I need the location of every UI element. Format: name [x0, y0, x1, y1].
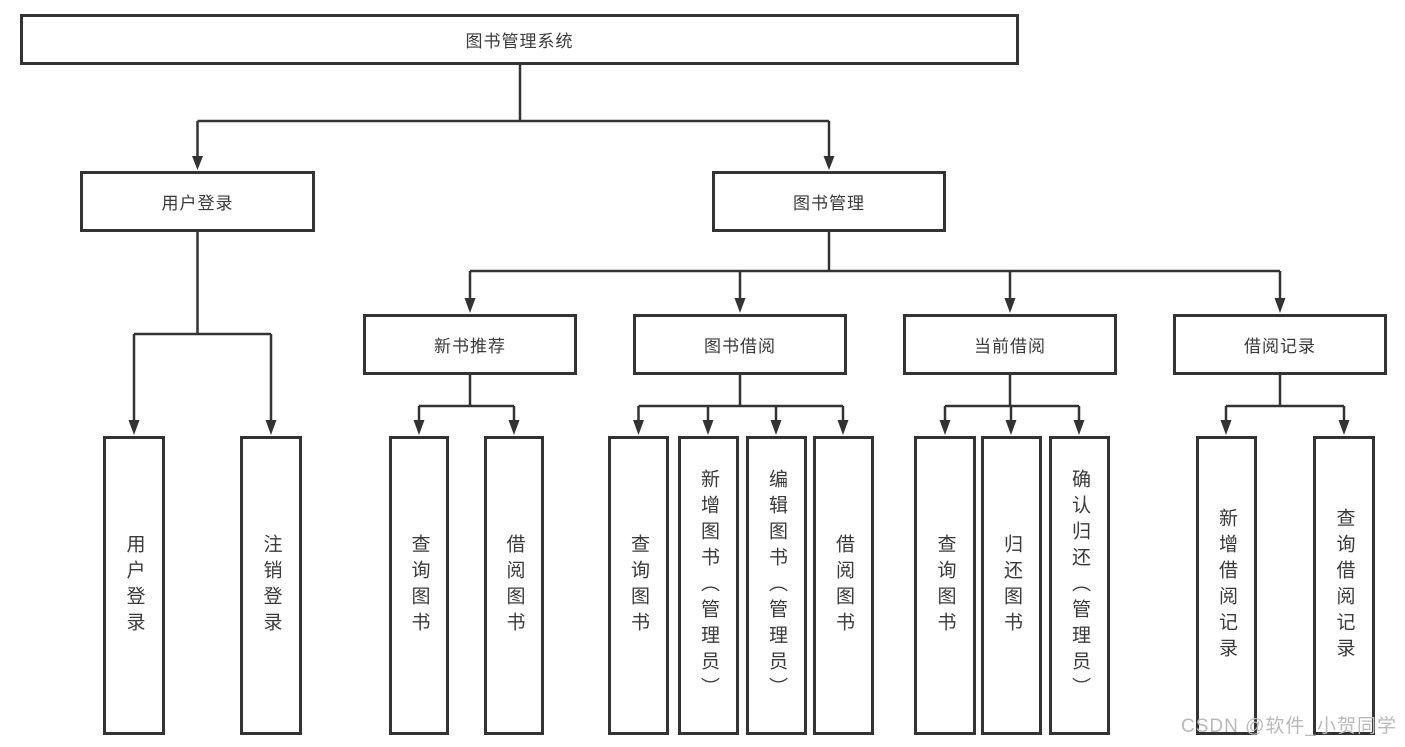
node-borrow-records-label: 借阅记录 — [1244, 337, 1316, 356]
node-new-book-recommend: 新书推荐 — [363, 314, 577, 375]
leaf-confirm-return-admin-label: 确认归还（管理员） — [1069, 468, 1090, 703]
leaf-query-books-recommend-label: 查询图书 — [408, 533, 430, 638]
leaf-borrow-books-recommend-label: 借阅图书 — [503, 533, 525, 638]
node-book-borrow: 图书借阅 — [633, 314, 847, 375]
leaf-user-login-label: 用户登录 — [123, 533, 145, 638]
leaf-edit-book-admin: 编辑图书（管理员） — [746, 436, 807, 735]
node-book-management-label: 图书管理 — [793, 194, 865, 213]
leaf-edit-book-admin-label: 编辑图书（管理员） — [766, 468, 787, 703]
leaf-query-books-borrow: 查询图书 — [608, 436, 669, 735]
node-borrow-records: 借阅记录 — [1173, 314, 1387, 375]
leaf-query-borrow-record: 查询借阅记录 — [1313, 436, 1375, 735]
leaf-borrow-books: 借阅图书 — [813, 436, 874, 735]
node-library-system-label: 图书管理系统 — [465, 32, 574, 51]
node-current-borrow: 当前借阅 — [903, 314, 1117, 375]
leaf-logout-login-label: 注销登录 — [260, 533, 282, 638]
leaf-query-books-current: 查询图书 — [914, 436, 976, 735]
leaf-add-book-admin-label: 新增图书（管理员） — [698, 468, 719, 703]
node-book-borrow-label: 图书借阅 — [704, 337, 776, 356]
node-user-login: 用户登录 — [80, 171, 315, 232]
leaf-add-book-admin: 新增图书（管理员） — [678, 436, 739, 735]
leaf-query-books-recommend: 查询图书 — [389, 436, 449, 735]
node-book-management: 图书管理 — [712, 171, 946, 232]
leaf-add-borrow-record: 新增借阅记录 — [1196, 436, 1257, 735]
leaf-return-book: 归还图书 — [981, 436, 1042, 735]
leaf-query-books-borrow-label: 查询图书 — [628, 533, 649, 638]
leaf-borrow-books-label: 借阅图书 — [833, 533, 854, 638]
leaf-return-book-label: 归还图书 — [1001, 533, 1022, 638]
leaf-confirm-return-admin: 确认归还（管理员） — [1049, 436, 1110, 735]
node-library-system: 图书管理系统 — [20, 14, 1019, 65]
node-user-login-label: 用户登录 — [161, 194, 234, 213]
leaf-logout-login: 注销登录 — [240, 436, 302, 735]
leaf-user-login: 用户登录 — [103, 436, 165, 735]
node-new-book-recommend-label: 新书推荐 — [434, 337, 506, 356]
node-current-borrow-label: 当前借阅 — [974, 337, 1046, 356]
leaf-query-borrow-record-label: 查询借阅记录 — [1333, 507, 1355, 664]
leaf-borrow-books-recommend: 借阅图书 — [484, 436, 544, 735]
csdn-watermark: CSDN @软件_小贺同学 — [1181, 716, 1397, 737]
leaf-query-books-current-label: 查询图书 — [934, 533, 956, 638]
leaf-add-borrow-record-label: 新增借阅记录 — [1216, 507, 1237, 664]
